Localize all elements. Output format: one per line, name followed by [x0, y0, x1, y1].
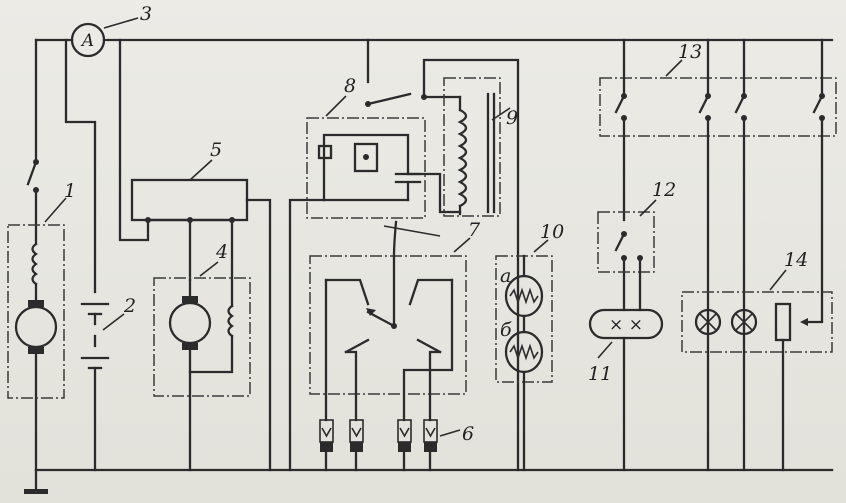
label-horn: 11: [588, 363, 612, 385]
label-heater-block: 10: [540, 221, 564, 243]
label-ammeter: 3: [140, 3, 152, 25]
label-generator: 4: [215, 241, 228, 263]
panel-switch-4: [806, 38, 825, 324]
panel-switch-3: [734, 38, 747, 472]
ignition-coil: 9: [406, 77, 518, 217]
label-distributor: 7: [468, 219, 481, 241]
label-battery-switch-unit: 1: [64, 180, 76, 202]
label-lamp-block: 14: [784, 249, 808, 271]
label-horn-switch: 12: [652, 179, 676, 201]
label-battery: 2: [123, 295, 136, 317]
spark-plug-1: [319, 419, 334, 472]
spark-plug-2: [349, 419, 364, 472]
battery: 2: [64, 38, 136, 472]
heater-block: а б 10: [495, 221, 564, 472]
label-ignition-coil: 9: [506, 107, 518, 129]
panel-switch-2: [698, 38, 711, 472]
distributor: 7: [309, 219, 481, 422]
label-heater-a: а: [500, 265, 511, 287]
switch-panel: 13: [599, 38, 837, 472]
ammeter-symbol: A: [80, 31, 94, 51]
horn-circuit: × × 12 11: [588, 179, 676, 472]
horn-symbol: × ×: [609, 315, 643, 335]
ground-bus-wire: [24, 468, 834, 494]
label-spark-plugs: 6: [462, 423, 474, 445]
label-regulator: 5: [210, 139, 222, 161]
spark-plug-3: [397, 419, 412, 472]
top-bus-wire: [34, 38, 834, 164]
label-switch-panel: 13: [678, 41, 702, 63]
battery-switch-unit: 1: [7, 159, 76, 472]
ammeter: A 3: [70, 3, 152, 58]
spark-plugs: 6: [319, 419, 474, 472]
generator: 4: [153, 218, 251, 472]
regulator: 5: [118, 38, 272, 472]
label-heater-b: б: [500, 319, 512, 341]
panel-switch-1: [614, 38, 627, 222]
breaker: 8: [288, 38, 520, 472]
label-breaker: 8: [344, 75, 356, 97]
lamp-block: 14: [681, 249, 833, 472]
spark-plug-4: [423, 419, 438, 472]
